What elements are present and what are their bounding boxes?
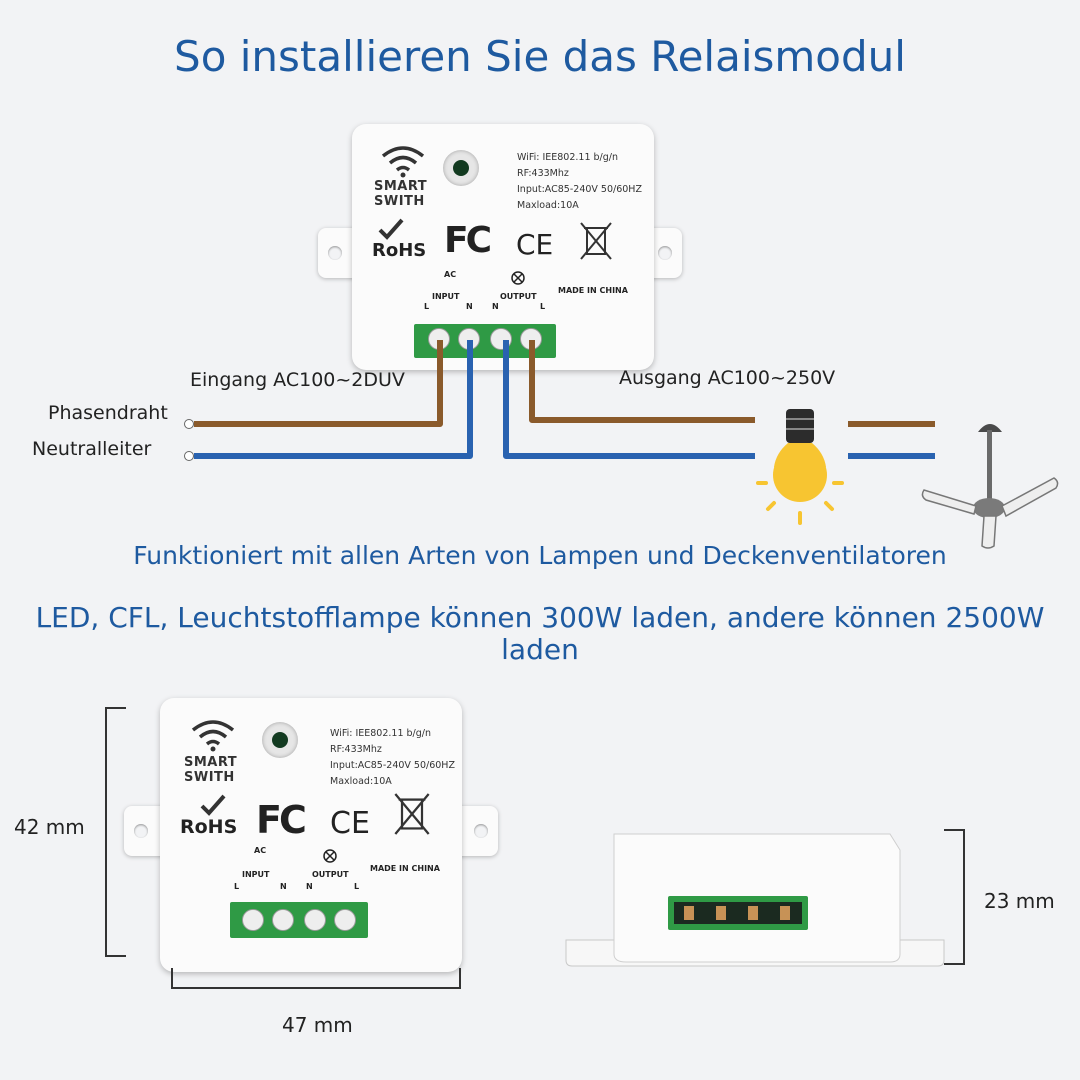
spec-input: Input:AC85-240V 50/60HZ: [330, 760, 455, 771]
input-label: INPUT: [242, 870, 270, 879]
terminal-block: [230, 902, 368, 938]
pairing-button[interactable]: [262, 722, 298, 758]
made-in-label: MADE IN CHINA: [558, 286, 628, 295]
spec-load: Maxload:10A: [330, 776, 392, 787]
wiring-diagram: [194, 340, 935, 459]
wifi-icon: [381, 146, 425, 178]
terminal-label-in-n: N: [280, 882, 287, 891]
width-bracket: [171, 968, 461, 989]
ceiling-fan-icon: [921, 424, 1059, 549]
page-title: So installieren Sie das Relaismodul: [174, 32, 906, 81]
lamp-icon: [323, 849, 337, 863]
neutral-wire-output: [503, 340, 755, 459]
output-label: OUTPUT: [312, 870, 349, 879]
width-dimension: 47 mm: [282, 1013, 353, 1037]
spec-wifi: WiFi: IEE802.11 b/g/n: [330, 728, 432, 739]
terminal-label-out-n: N: [492, 302, 499, 311]
input-label: INPUT: [432, 292, 460, 301]
check-icon: [378, 218, 404, 240]
input-voltage-label: Eingang AC100~2DUV: [190, 369, 405, 391]
weee-bin-icon: [394, 793, 430, 835]
height-dimension: 42 mm: [14, 815, 85, 839]
weee-bin-icon: [580, 222, 612, 260]
neutral-wire-label: Neutralleiter: [32, 438, 152, 460]
spec-rf: RF:433Mhz: [517, 168, 569, 179]
brand-line1: SMART: [374, 179, 428, 194]
spec-input: Input:AC85-240V 50/60HZ: [517, 184, 642, 195]
spec-wifi: WiFi: IEE802.11 b/g/n: [517, 152, 619, 163]
depth-dimension: 23 mm: [984, 889, 1055, 913]
terminal-label-in-l: L: [234, 882, 240, 891]
neutral-wire-input: [194, 340, 473, 459]
ce-mark: CE: [516, 228, 554, 261]
brand-line2: SWITH: [374, 194, 425, 209]
compatibility-caption: Funktioniert mit allen Arten von Lampen …: [133, 541, 947, 570]
terminal-label-out-l: L: [540, 302, 546, 311]
relay-module-front: SMART SWITH WiFi: IEE802.11 b/g/n RF:433…: [160, 698, 462, 972]
brand-line1: SMART: [184, 755, 238, 770]
light-bulb-icon: [756, 409, 844, 525]
relay-module-side: [565, 833, 945, 967]
output-voltage-label: Ausgang AC100~250V: [619, 367, 836, 389]
spec-load: Maxload:10A: [517, 200, 579, 211]
made-in-label: MADE IN CHINA: [370, 864, 440, 873]
terminal-label-out-l: L: [354, 882, 360, 891]
rohs-mark: RoHS: [180, 816, 238, 838]
dimension-brackets: [105, 707, 965, 989]
neutral-wire-end: [184, 451, 194, 461]
spec-rf: RF:433Mhz: [330, 744, 382, 755]
ce-mark: CE: [330, 806, 370, 841]
ac-label: AC: [254, 846, 267, 855]
terminal-label-in-l: L: [424, 302, 430, 311]
fc-mark: FC: [256, 798, 307, 842]
wifi-icon: [191, 720, 235, 752]
pairing-button[interactable]: [443, 150, 479, 186]
relay-module-top: SMART SWITH WiFi: IEE802.11 b/g/n RF:433…: [352, 124, 654, 370]
rohs-mark: RoHS: [372, 240, 427, 261]
phase-wire-output: [529, 340, 755, 423]
ac-label: AC: [444, 270, 457, 279]
depth-bracket: [944, 829, 965, 965]
brand-line2: SWITH: [184, 770, 235, 785]
fc-mark: FC: [444, 220, 492, 261]
phase-wire-end: [184, 419, 194, 429]
lamp-icon: [511, 271, 525, 285]
phase-wire-label: Phasendraht: [48, 402, 168, 424]
check-icon: [200, 794, 226, 816]
terminal-label-in-n: N: [466, 302, 473, 311]
output-label: OUTPUT: [500, 292, 537, 301]
load-caption: LED, CFL, Leuchtstofflampe können 300W l…: [35, 601, 1045, 666]
phase-wire-input: [194, 340, 443, 427]
height-bracket: [105, 707, 126, 957]
terminal-label-out-n: N: [306, 882, 313, 891]
